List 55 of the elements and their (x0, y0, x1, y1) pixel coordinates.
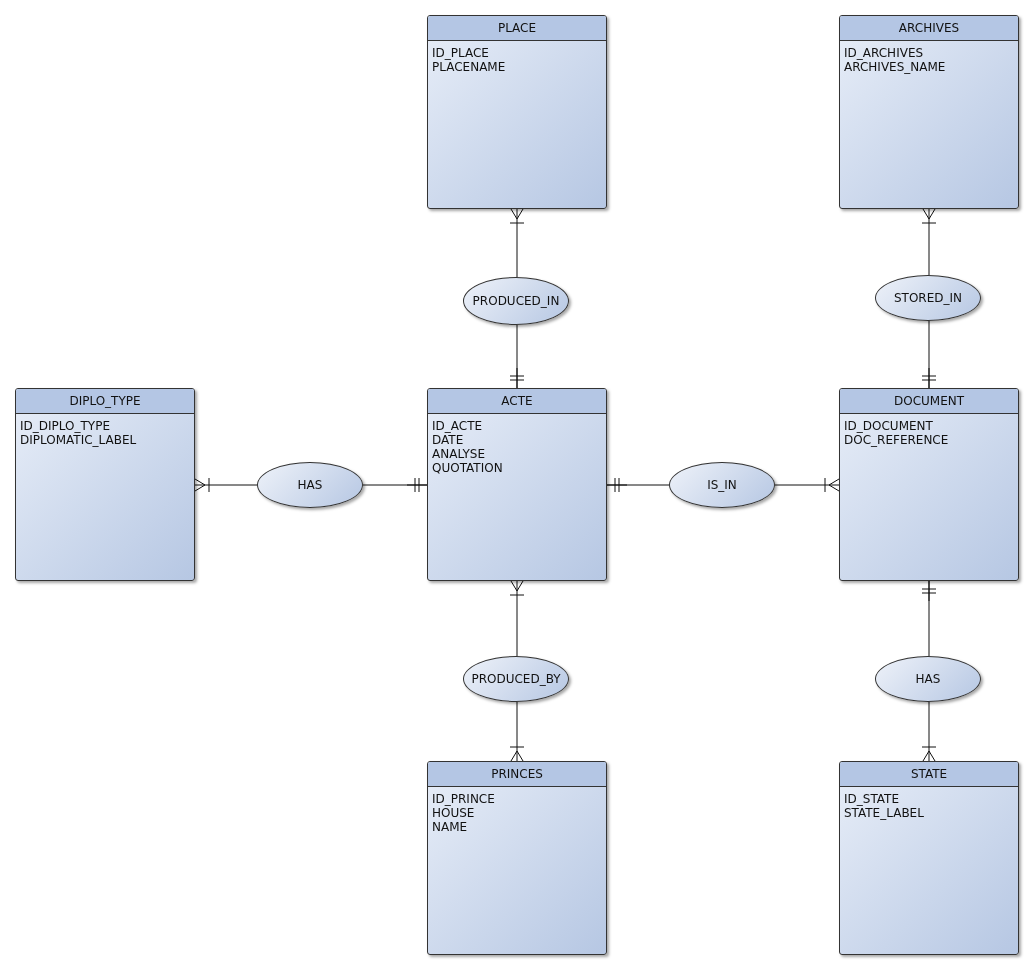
attribute-text: DOC_REFERENCE (844, 433, 949, 447)
relationship-ellipse (257, 462, 363, 508)
entity-box (839, 15, 1019, 209)
relationship-line (774, 477, 840, 493)
entity-title: ARCHIVES (840, 16, 1018, 41)
entity-title: PRINCES (428, 762, 606, 787)
relationship-label: PRODUCED_BY (471, 672, 561, 686)
attribute-text: NAME (432, 820, 468, 834)
relationship-line (362, 477, 428, 493)
attribute-text: ID_DIPLO_TYPE (20, 419, 110, 433)
relationship-line (194, 477, 258, 493)
relationship-ellipse (463, 277, 569, 325)
attribute-text: ARCHIVES_NAME (844, 60, 946, 74)
entity-box (427, 761, 607, 955)
relationship-ellipse (463, 656, 569, 702)
relationship-label: HAS (297, 478, 323, 492)
relationship-label: HAS (915, 672, 941, 686)
relationship-line (509, 208, 525, 278)
attribute-text: STATE_LABEL (844, 806, 924, 820)
attribute-text: ID_STATE (844, 792, 899, 806)
attribute-text: ID_DOCUMENT (844, 419, 933, 433)
entity-title: ACTE (428, 389, 606, 414)
relationship-ellipse (669, 462, 775, 508)
relationship-line (509, 580, 525, 657)
relationship-label: STORED_IN (893, 291, 963, 305)
relationship-line (606, 477, 670, 493)
attribute-text: ID_ARCHIVES (844, 46, 924, 60)
attribute-text: ANALYSE (432, 447, 485, 461)
relationship-line (509, 701, 525, 762)
attribute-text: ID_PLACE (432, 46, 489, 60)
entity-title: DOCUMENT (840, 389, 1018, 414)
entity-box (427, 15, 607, 209)
entity-box (427, 388, 607, 581)
entity-box (15, 388, 195, 581)
attribute-text: HOUSE (432, 806, 475, 820)
entity-title: DIPLO_TYPE (16, 389, 194, 414)
relationship-label: PRODUCED_IN (472, 294, 560, 308)
relationship-line (921, 320, 937, 389)
relationship-line (921, 208, 937, 276)
attribute-text: PLACENAME (432, 60, 506, 74)
entity-box (839, 388, 1019, 581)
relationship-line (921, 701, 937, 762)
attribute-text: QUOTATION (432, 461, 503, 475)
attribute-text: DATE (432, 433, 464, 447)
relationship-label: IS_IN (707, 478, 737, 492)
attribute-text: ID_PRINCE (432, 792, 495, 806)
relationship-ellipse (875, 656, 981, 702)
relationship-line (509, 324, 525, 389)
entity-title: STATE (840, 762, 1018, 787)
attribute-text: DIPLOMATIC_LABEL (20, 433, 137, 447)
relationship-line (921, 580, 937, 657)
attribute-text: ID_ACTE (432, 419, 483, 433)
entity-title: PLACE (428, 16, 606, 41)
entity-box (839, 761, 1019, 955)
relationship-ellipse (875, 275, 981, 321)
